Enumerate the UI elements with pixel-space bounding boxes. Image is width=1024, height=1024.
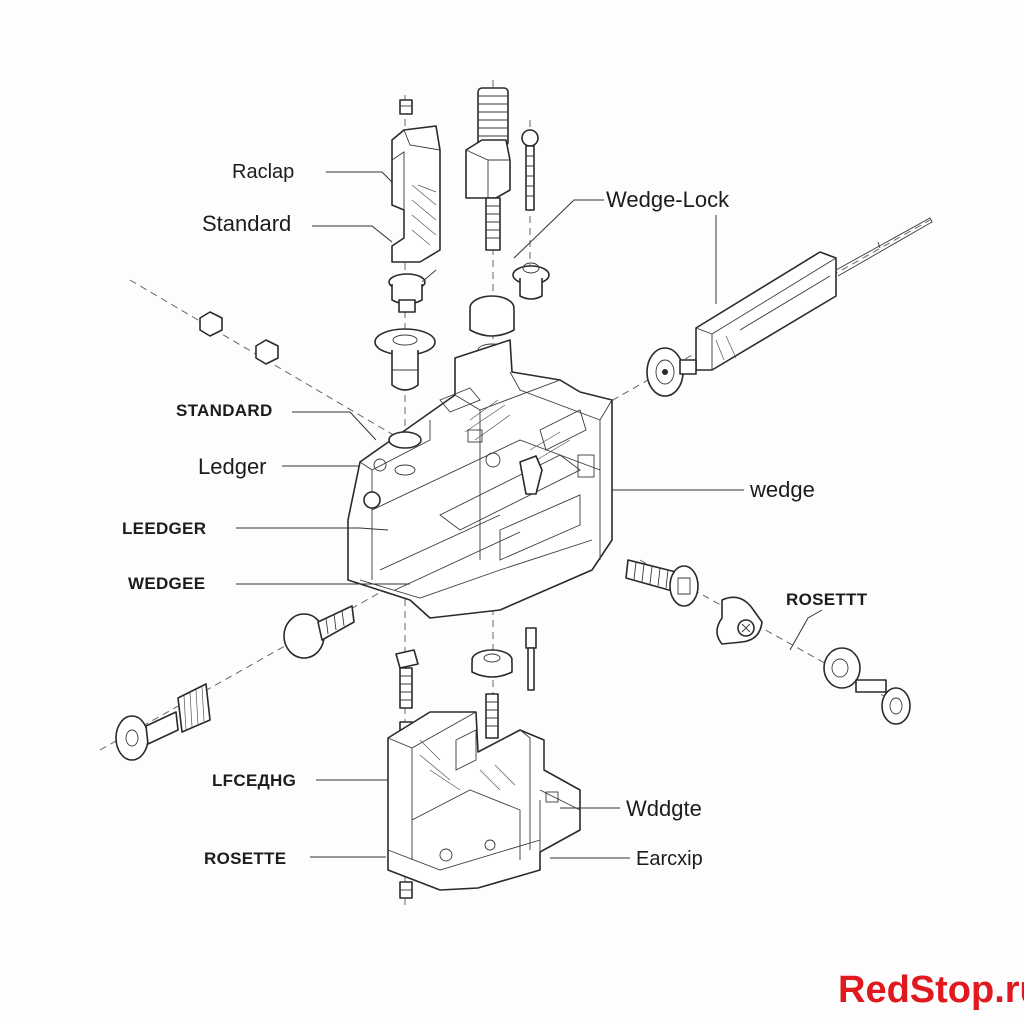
label-wddgte: Wddgte — [626, 796, 702, 821]
wedge-lock-bar — [695, 217, 933, 371]
label-rosette: ROSETTE — [204, 849, 286, 868]
label-lfcedhg: LFCEДHG — [212, 771, 296, 790]
flange-nut — [512, 262, 550, 300]
top-threaded-rod — [465, 87, 511, 251]
lower-bracket — [387, 711, 581, 891]
lower-threaded-stud — [485, 693, 499, 739]
top-nut — [399, 99, 413, 115]
label-wedge-lock: Wedge-Lock — [606, 187, 730, 212]
left-spring-cap — [115, 683, 211, 761]
top-flange-collar — [374, 328, 436, 391]
bottom-nut — [399, 881, 413, 899]
leader-lines — [236, 171, 823, 859]
top-bushing — [388, 269, 437, 313]
label-ledger: Ledger — [198, 454, 267, 479]
wing-clip — [716, 596, 763, 645]
lower-pin — [525, 627, 537, 691]
left-small-nuts — [199, 311, 279, 365]
upper-right-disc — [646, 347, 697, 397]
label-leedger: LEEDGER — [122, 519, 206, 538]
top-right-bolt — [521, 129, 539, 211]
part-labels: Raclap Standard Wedge-Lock STANDARD Ledg… — [122, 161, 868, 870]
watermark-redstop: RedStop.ru — [838, 969, 1024, 1011]
right-screw — [625, 559, 699, 607]
left-carriage-bolt — [283, 605, 355, 659]
label-standard: Standard — [202, 211, 291, 236]
rosette-bolt — [823, 647, 911, 725]
label-wedge: wedge — [749, 477, 815, 502]
label-earcxip: Earcxip — [636, 848, 703, 870]
label-wedgee: WEDGEE — [128, 574, 205, 593]
central-boss — [469, 295, 515, 357]
main-housing — [347, 339, 613, 619]
label-rosettt: ROSETTT — [786, 590, 868, 609]
top-bracket-plate — [391, 125, 441, 263]
label-raclap: Raclap — [232, 161, 294, 183]
label-standard-caps: STANDARD — [176, 401, 273, 420]
lower-square-nut — [395, 649, 419, 709]
lower-washer — [471, 649, 513, 678]
